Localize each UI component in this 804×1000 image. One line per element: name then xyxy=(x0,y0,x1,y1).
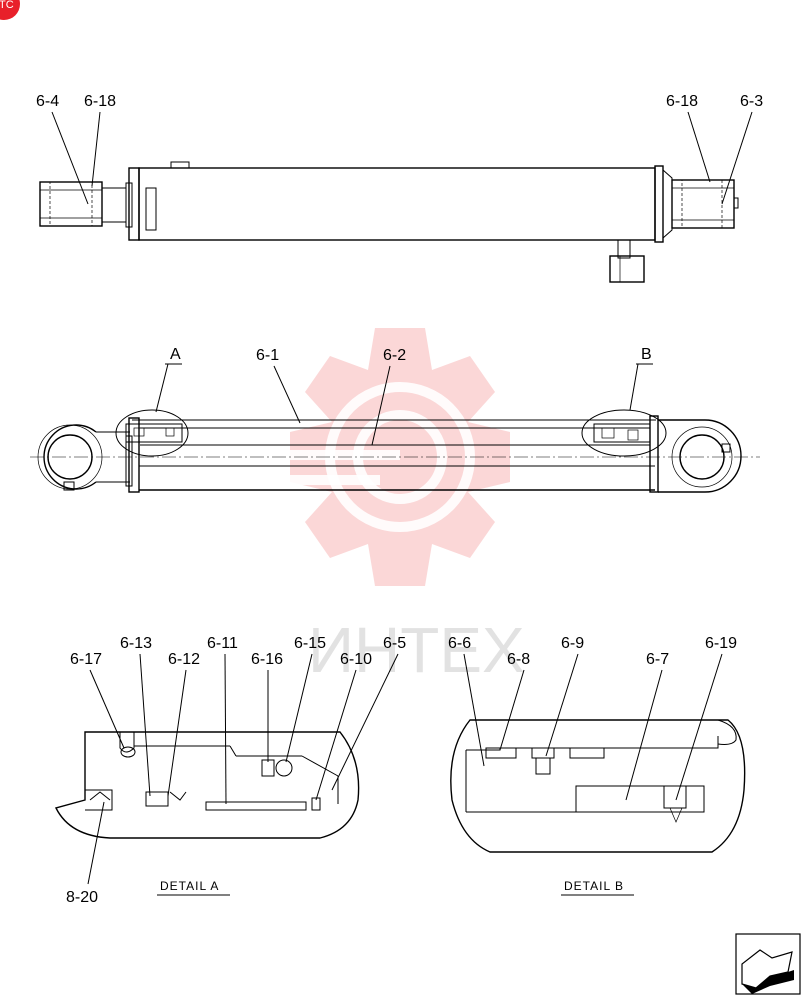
callout-6-12: 6-12 xyxy=(168,651,200,668)
callout-6-13: 6-13 xyxy=(120,635,152,652)
callout-8-20: 8-20 xyxy=(66,889,98,906)
callout-6-4-top: 6-4 xyxy=(36,93,59,110)
callout-6-17: 6-17 xyxy=(70,651,102,668)
next-page-arrow-icon[interactable] xyxy=(735,933,801,995)
page-marker-badge[interactable]: TC xyxy=(0,0,20,20)
top-view-callouts: 6-4 6-18 6-18 6-3 xyxy=(36,93,763,205)
callout-6-9: 6-9 xyxy=(561,635,584,652)
detail-b-drawing xyxy=(450,719,746,853)
cylinder-top-view xyxy=(39,161,739,283)
callout-6-19: 6-19 xyxy=(705,635,737,652)
watermark-text: ИНТЕХ xyxy=(308,614,525,686)
callout-6-16: 6-16 xyxy=(251,651,283,668)
callout-6-5: 6-5 xyxy=(383,635,406,652)
callout-6-2: 6-2 xyxy=(383,347,406,364)
callout-6-18-right: 6-18 xyxy=(666,93,698,110)
detail-b-callouts: 6-6 6-8 6-9 6-7 6-19 DETAIL B xyxy=(448,635,737,896)
callout-6-3-top: 6-3 xyxy=(740,93,763,110)
detail-a-callouts: 6-17 6-13 6-12 6-11 6-16 6-15 6-10 6-5 8… xyxy=(66,635,406,906)
section-view-callouts: A B 6-1 6-2 xyxy=(155,346,653,446)
callout-6-11: 6-11 xyxy=(207,635,238,652)
detail-b-caption: DETAIL B xyxy=(564,879,624,893)
callout-6-1: 6-1 xyxy=(256,347,279,364)
detail-a-caption: DETAIL A xyxy=(160,879,219,893)
detail-a-marker: A xyxy=(170,346,181,363)
page-marker-text: TC xyxy=(0,0,14,11)
detail-a-drawing xyxy=(54,731,360,839)
callout-6-8: 6-8 xyxy=(507,651,530,668)
detail-b-marker: B xyxy=(641,346,652,363)
cylinder-section-view xyxy=(30,409,760,493)
callout-6-18-left: 6-18 xyxy=(84,93,116,110)
callout-6-15: 6-15 xyxy=(294,635,326,652)
callout-6-10: 6-10 xyxy=(340,651,372,668)
callout-6-7: 6-7 xyxy=(646,651,669,668)
callout-6-6: 6-6 xyxy=(448,635,471,652)
